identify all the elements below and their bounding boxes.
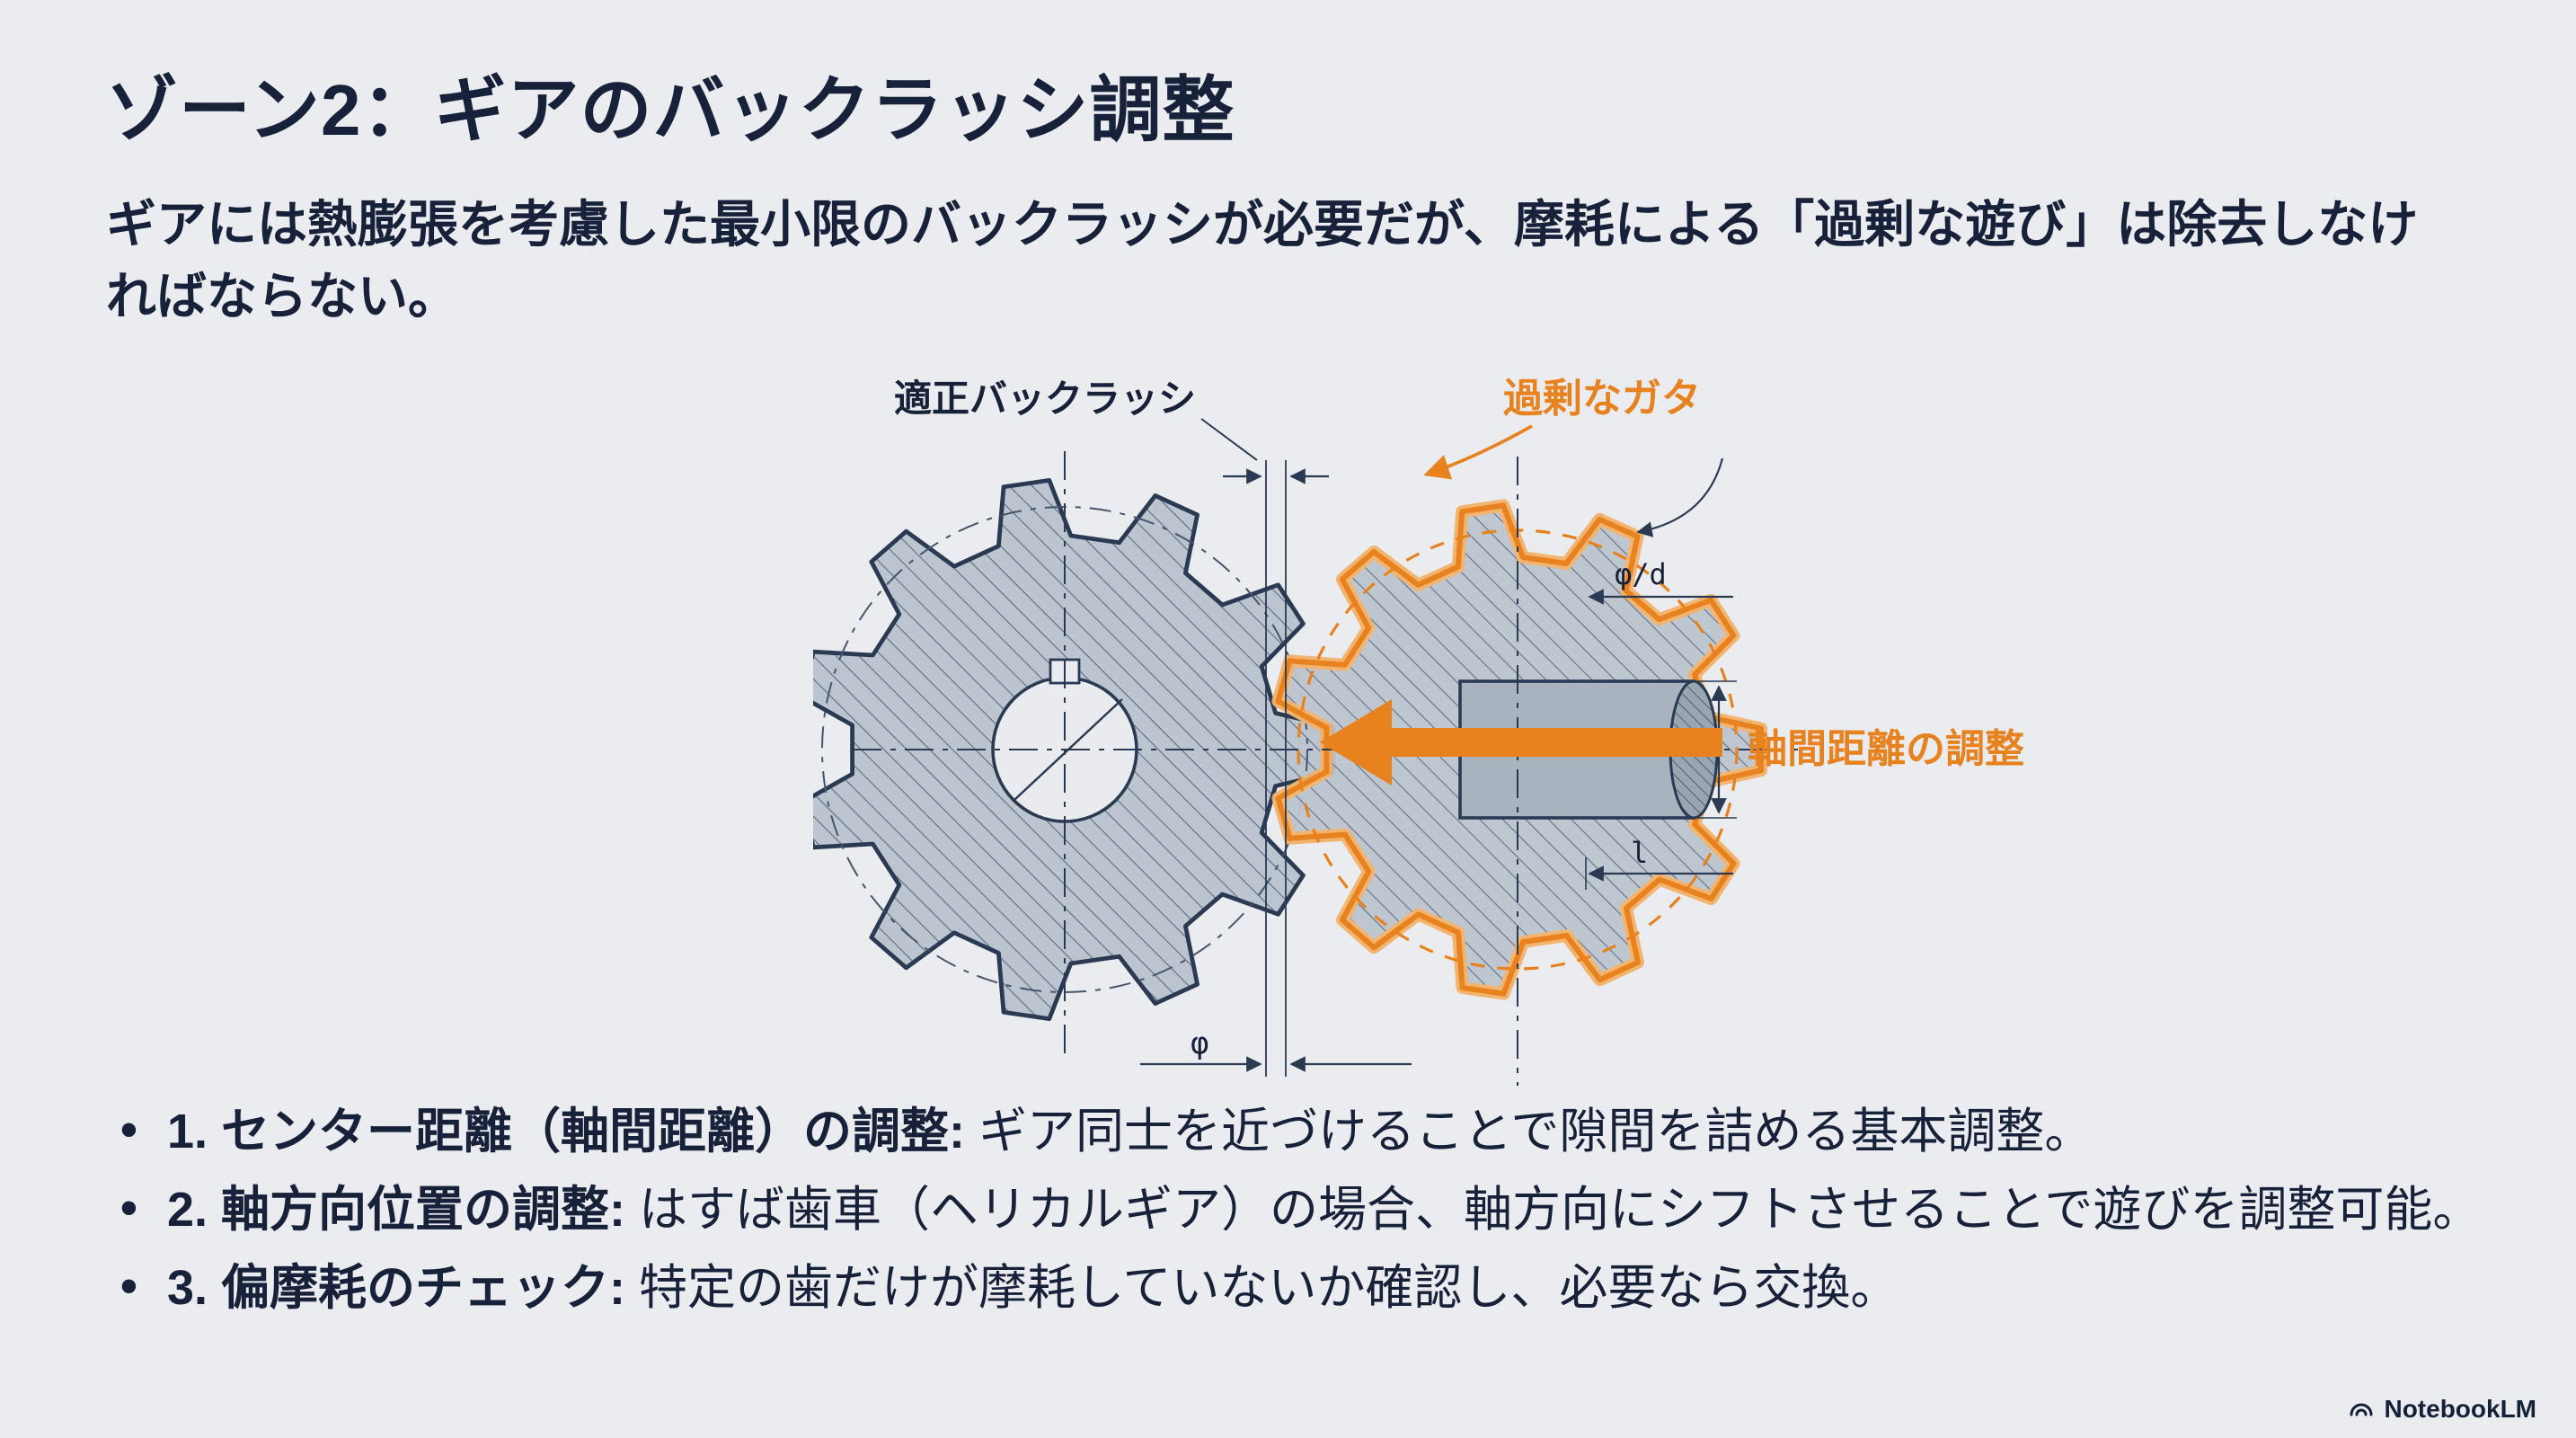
label-center-distance-adjust: 軸間距離の調整 [1748,727,2024,771]
label-phi-d: φ/d [1615,557,1667,591]
notebooklm-logo-icon [2350,1403,2373,1416]
list-item: 2. 軸方向位置の調整: はすば歯車（ヘリカルギア）の場合、軸方向にシフトさせる… [115,1173,2487,1246]
brand-text: NotebookLM [2384,1395,2536,1423]
bullet-label: 1. センター距離（軸間距離）の調整: [167,1105,966,1158]
notebooklm-watermark: NotebookLM [2348,1395,2536,1424]
bullet-label: 2. 軸方向位置の調整: [167,1182,626,1237]
gear-diagram: 適正バックラッシ 過剰なガタ φ/d 軸間距離の調整 l φ [798,358,2098,1113]
bullet-text: 特定の歯だけが摩耗していないか確認し、必要なら交換。 [625,1260,1899,1315]
bullet-list: 1. センター距離（軸間距離）の調整: ギア同士を近づけることで隙間を詰める基本… [115,1095,2487,1330]
bullet-text: はすば歯車（ヘリカルギア）の場合、軸方向にシフトさせることで遊びを調整可能。 [625,1182,2482,1237]
bullet-text: ギア同士を近づけることで隙間を詰める基本調整。 [965,1105,2094,1158]
page-title: ゾーン2：ギアのバックラッシ調整 [106,70,1235,150]
gear-diagram-svg: 適正バックラッシ 過剰なガタ φ/d 軸間距離の調整 l φ [798,377,2024,1086]
label-l: l [1631,836,1648,870]
label-proper-backlash: 適正バックラッシ [894,377,1196,420]
intro-text: ギアには熱膨張を考慮した最小限のバックラッシが必要だが、摩耗による「過剰な遊び」… [106,196,2419,324]
center-distance-arrow [1320,699,1722,786]
label-excess-play: 過剰なガタ [1503,377,1701,421]
bullet-label: 3. 偏摩耗のチェック: [167,1260,626,1315]
label-phi: φ [1191,1025,1208,1061]
dimension-lines [1140,418,1737,1077]
list-item: 3. 偏摩耗のチェック: 特定の歯だけが摩耗していないか確認し、必要なら交換。 [115,1251,2487,1324]
list-item: 1. センター距離（軸間距離）の調整: ギア同士を近づけることで隙間を詰める基本… [115,1095,2487,1167]
excess-play-leader [1423,424,1533,480]
